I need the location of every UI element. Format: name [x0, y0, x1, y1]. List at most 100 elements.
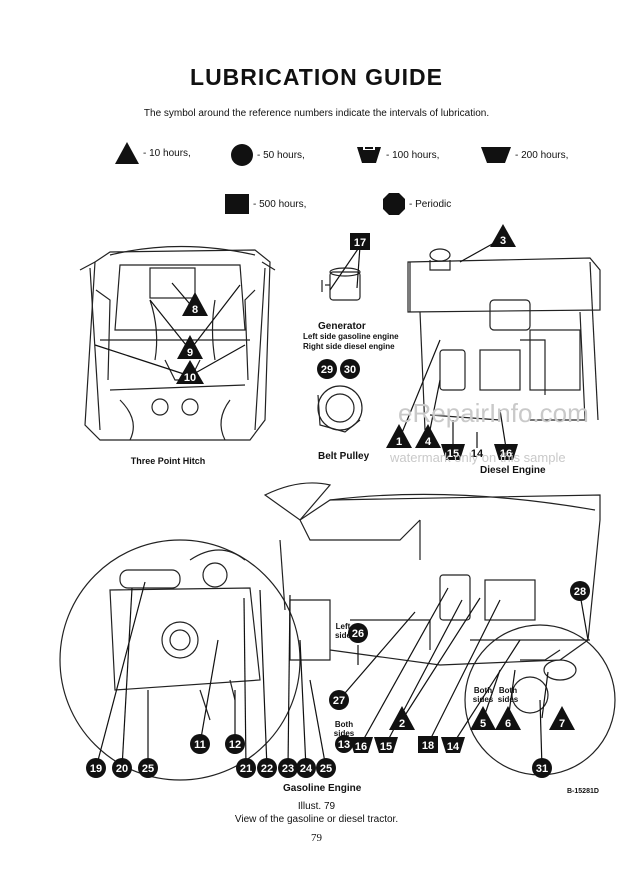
svg-text:8: 8 [192, 304, 198, 316]
marker-19: 19 [86, 758, 106, 778]
svg-text:15: 15 [380, 741, 392, 753]
gasoline-tractor-drawing [59, 482, 616, 781]
caption-generator-line2: Right side diesel engine [303, 342, 395, 351]
svg-text:3: 3 [500, 235, 506, 247]
svg-text:9: 9 [187, 347, 193, 359]
svg-text:5: 5 [480, 718, 486, 730]
marker-18: 18 [418, 736, 438, 753]
svg-text:6: 6 [505, 718, 511, 730]
svg-text:12: 12 [229, 739, 241, 751]
legend-label: - 10 hours, [143, 147, 191, 159]
legend-label: - 500 hours, [253, 198, 307, 210]
marker-15b: 15 [374, 737, 398, 753]
circle-icon [231, 144, 253, 166]
svg-text:30: 30 [344, 364, 356, 376]
part-number: B-15281D [567, 788, 599, 795]
small-trapezoid-icon [357, 146, 381, 163]
marker-3: 3 [490, 224, 516, 247]
svg-text:20: 20 [116, 763, 128, 775]
marker-2: 2 [389, 706, 415, 730]
diesel-engine-drawing [407, 248, 601, 431]
marker-16a: 16 [494, 444, 518, 460]
svg-text:23: 23 [282, 763, 294, 775]
marker-31: 31 [532, 758, 552, 778]
svg-text:16: 16 [355, 741, 367, 753]
marker-17: 17 [350, 233, 370, 250]
svg-text:28: 28 [574, 586, 586, 598]
marker-24: 24 [296, 758, 316, 778]
legend-label: - Periodic [409, 198, 452, 210]
svg-text:11: 11 [194, 739, 206, 751]
svg-text:22: 22 [261, 763, 273, 775]
marker-28: 28 [570, 581, 590, 601]
svg-text:15: 15 [447, 448, 459, 460]
page-subtitle: The symbol around the reference numbers … [143, 108, 490, 119]
marker-22: 22 [257, 758, 277, 778]
marker-8: 8 [182, 292, 208, 316]
caption-both-sides: Both sides [472, 686, 494, 704]
marker-15a: 15 [441, 444, 465, 460]
marker-13: 13 [335, 735, 353, 753]
marker-20: 20 [112, 758, 132, 778]
svg-text:14: 14 [471, 448, 484, 460]
marker-14a: 14 [471, 448, 484, 460]
three-point-hitch-drawing [79, 245, 276, 441]
svg-text:25: 25 [142, 763, 154, 775]
marker-23: 23 [278, 758, 298, 778]
svg-text:26: 26 [352, 628, 364, 640]
marker-29: 29 [317, 359, 337, 379]
svg-text:7: 7 [559, 718, 565, 730]
legend-100-hours: - 100 hours, [355, 145, 439, 165]
legend-label: - 200 hours, [515, 149, 569, 161]
marker-10: 10 [176, 360, 204, 384]
legend-10-hours: - 10 hours, [114, 141, 191, 165]
svg-text:27: 27 [333, 695, 345, 707]
svg-text:17: 17 [354, 237, 366, 249]
legend-periodic: - Periodic [382, 192, 451, 216]
triangle-icon [115, 142, 139, 164]
marker-26: 26 [348, 623, 368, 643]
marker-21: 21 [236, 758, 256, 778]
marker-11: 11 [190, 734, 210, 754]
belt-pulley-drawing [317, 385, 363, 433]
watermark-note: watermark only on this sample [390, 450, 566, 465]
caption-generator-line1: Left side gasoline engine [303, 332, 399, 341]
svg-text:1: 1 [396, 436, 402, 448]
svg-text:19: 19 [90, 763, 102, 775]
caption-both-sides: Both sides [333, 720, 355, 738]
marker-6: 6 [495, 706, 521, 730]
svg-text:31: 31 [536, 763, 548, 775]
svg-text:24: 24 [300, 763, 313, 775]
legend-200-hours: - 200 hours, [480, 145, 568, 165]
large-trapezoid-icon [481, 147, 511, 163]
marker-7: 7 [549, 706, 575, 730]
svg-text:13: 13 [338, 739, 350, 751]
caption-generator: Generator [318, 321, 366, 332]
octagon-icon [383, 193, 405, 215]
marker-5: 5 [470, 706, 496, 730]
marker-4: 4 [415, 424, 441, 448]
svg-text:29: 29 [321, 364, 333, 376]
marker-14b: 14 [441, 737, 465, 753]
marker-27: 27 [329, 690, 349, 710]
page-title: LUBRICATION GUIDE [190, 64, 443, 90]
illustration-description: View of the gasoline or diesel tractor. [234, 814, 399, 825]
marker-16b: 16 [349, 737, 373, 753]
marker-1: 1 [386, 424, 412, 448]
legend-label: - 50 hours, [257, 149, 305, 161]
marker-12: 12 [225, 734, 245, 754]
page-number: 79 [311, 832, 322, 844]
svg-text:14: 14 [447, 741, 460, 753]
marker-9: 9 [177, 335, 203, 359]
illustration-caption: Illust. 79 View of the gasoline or diese… [0, 800, 633, 826]
legend-label: - 100 hours, [386, 149, 440, 161]
marker-25a: 25 [138, 758, 158, 778]
caption-both-sides: Both sides [497, 686, 519, 704]
caption-diesel-engine: Diesel Engine [480, 465, 546, 476]
marker-30: 30 [340, 359, 360, 379]
caption-gasoline-engine: Gasoline Engine [283, 783, 362, 794]
svg-text:16: 16 [500, 448, 512, 460]
illustration-number: Illust. 79 [297, 801, 336, 812]
